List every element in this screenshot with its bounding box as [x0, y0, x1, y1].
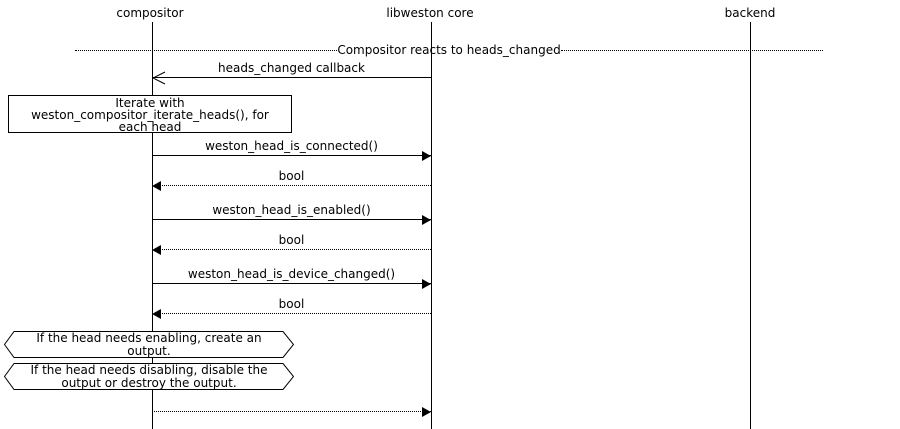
filled-arrowhead-right-icon — [422, 279, 431, 289]
filled-arrowhead-right-icon — [422, 151, 431, 161]
divider-compositor-reacts: Compositor reacts to heads_changed — [75, 43, 824, 57]
filled-arrowhead-right-icon — [422, 407, 431, 417]
divider-label: Compositor reacts to heads_changed — [337, 43, 561, 57]
open-arrowhead-left-icon — [152, 71, 166, 85]
note-head-needs-disabling: If the head needs disabling, disable the… — [4, 363, 294, 390]
lifeline-backend — [750, 22, 751, 429]
message-label: weston_head_is_device_changed() — [187, 267, 396, 281]
note-text: If the head needs enabling, create an ou… — [36, 331, 262, 358]
message-final-return — [152, 395, 431, 417]
message-line — [152, 279, 431, 289]
message-weston-head-is-enabled: weston_head_is_enabled() — [152, 203, 431, 225]
participant-libweston-core: libweston core — [386, 6, 474, 20]
filled-arrowhead-left-icon — [152, 181, 161, 191]
message-line — [152, 309, 431, 319]
note-text: If the head needs disabling, disable the… — [30, 363, 268, 390]
filled-arrowhead-left-icon — [152, 309, 161, 319]
message-label: bool — [278, 233, 305, 247]
note-head-needs-enabling: If the head needs enabling, create an ou… — [4, 331, 294, 358]
hexagon-outline — [4, 363, 294, 390]
hexagon-outline — [4, 331, 294, 358]
message-line — [152, 407, 431, 417]
message-label: bool — [278, 297, 305, 311]
message-weston-head-is-connected: weston_head_is_connected() — [152, 139, 431, 161]
participant-backend: backend — [724, 6, 776, 20]
message-line — [152, 151, 431, 161]
message-line — [152, 245, 431, 255]
message-line — [152, 215, 431, 225]
divider-line-left — [75, 49, 338, 51]
lifeline-libweston-core — [431, 22, 432, 429]
filled-arrowhead-left-icon — [152, 245, 161, 255]
lifeline-compositor — [152, 22, 153, 429]
return-bool-enabled: bool — [152, 233, 431, 255]
note-iterate-heads: Iterate with weston_compositor_iterate_h… — [8, 95, 292, 133]
message-label: weston_head_is_enabled() — [212, 203, 371, 217]
message-label: heads_changed callback — [218, 61, 365, 75]
message-line — [152, 181, 431, 191]
filled-arrowhead-right-icon — [422, 215, 431, 225]
message-label: weston_head_is_connected() — [205, 139, 378, 153]
divider-line-right — [560, 49, 824, 51]
participant-compositor: compositor — [116, 6, 184, 20]
return-bool-device-changed: bool — [152, 297, 431, 319]
message-label — [152, 395, 431, 409]
message-weston-head-is-device-changed: weston_head_is_device_changed() — [152, 267, 431, 289]
message-line — [152, 71, 431, 85]
message-heads-changed-callback: heads_changed callback — [152, 61, 431, 85]
return-bool-connected: bool — [152, 169, 431, 191]
message-label: bool — [278, 169, 305, 183]
